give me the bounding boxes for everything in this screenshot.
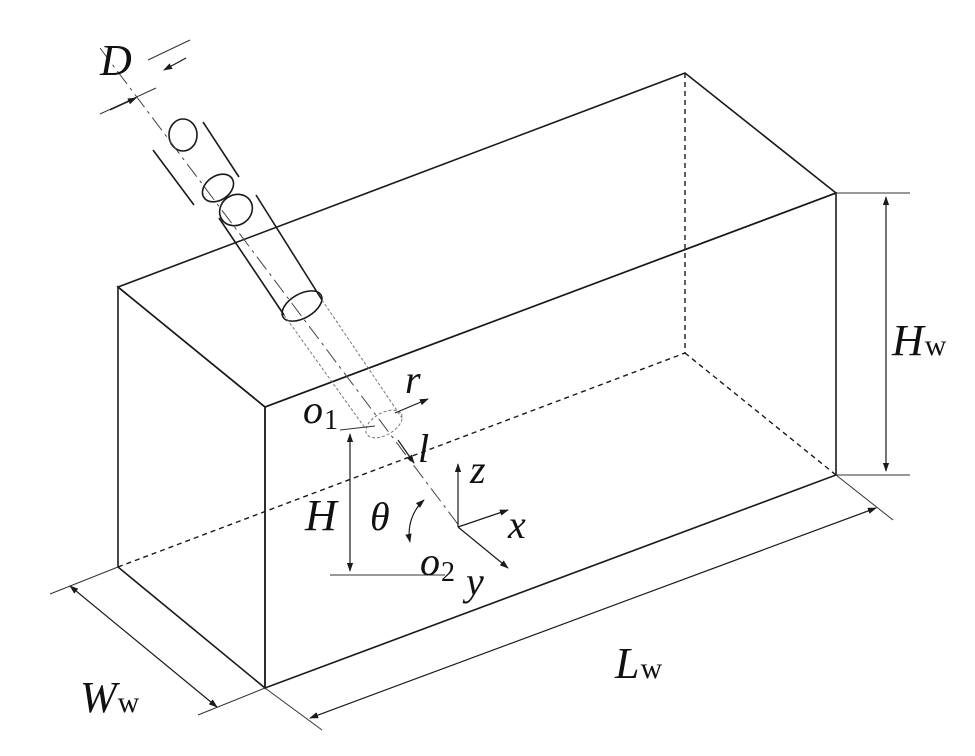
label-hw: Hw bbox=[891, 316, 947, 365]
pipe-upper-left-edge bbox=[152, 149, 195, 206]
label-ww: Ww bbox=[80, 673, 140, 722]
l-arrow bbox=[397, 439, 415, 464]
dimension-d: D bbox=[99, 36, 191, 115]
label-o2: o2 bbox=[420, 539, 455, 588]
hidden-edge-back-bottom bbox=[117, 352, 686, 568]
pipe-upper-cut-ellipse bbox=[201, 173, 235, 203]
label-ww-sub: w bbox=[118, 686, 140, 719]
label-o1: o1 bbox=[303, 387, 338, 436]
lw-extension-left bbox=[264, 687, 323, 731]
label-theta: θ bbox=[370, 494, 390, 539]
pipe-lower-right-edge bbox=[255, 194, 323, 301]
label-o2-symbol: o bbox=[420, 539, 440, 584]
hidden-edge-right-bottom bbox=[684, 352, 837, 476]
label-hw-sub: w bbox=[925, 329, 947, 362]
ww-dimension-line bbox=[69, 585, 218, 708]
pipe-surface-ellipse bbox=[281, 290, 323, 322]
label-ww-symbol: W bbox=[80, 673, 120, 722]
r-arrow bbox=[394, 398, 429, 414]
dimension-hw: Hw bbox=[836, 192, 947, 476]
jet-pipe bbox=[99, 47, 461, 528]
pipe-submerged-left-edge bbox=[283, 314, 366, 429]
lw-extension-right bbox=[835, 474, 894, 521]
ww-extension-right bbox=[197, 687, 266, 716]
nozzle-annotations: o1 r l bbox=[303, 357, 429, 471]
pipe-upper-top-ellipse bbox=[168, 118, 198, 152]
dimension-jet-height: H bbox=[304, 425, 445, 576]
pipe-centerline bbox=[99, 47, 461, 528]
pipe-lower-left-edge bbox=[218, 217, 285, 316]
d-arrow-left bbox=[109, 97, 137, 111]
label-h: H bbox=[304, 491, 339, 540]
pipe-upper-right-edge bbox=[202, 121, 240, 178]
y-axis bbox=[457, 526, 509, 569]
label-lw-sub: w bbox=[640, 652, 662, 685]
tank-front-face bbox=[264, 191, 837, 690]
label-hw-symbol: H bbox=[891, 316, 926, 365]
lw-dimension-line bbox=[309, 507, 877, 719]
d-arrow-right bbox=[163, 57, 187, 71]
theta-arc bbox=[405, 499, 425, 543]
label-o1-sub: 1 bbox=[324, 405, 338, 436]
pipe-submerged-right-edge bbox=[321, 299, 403, 419]
tank-left-face bbox=[117, 285, 266, 690]
coordinate-system: z x y o2 θ bbox=[370, 447, 526, 604]
dimension-lw: Lw bbox=[264, 474, 894, 731]
label-r: r bbox=[405, 357, 421, 402]
label-y: y bbox=[462, 559, 484, 604]
label-l: l bbox=[418, 426, 429, 471]
label-o1-symbol: o bbox=[303, 387, 323, 432]
label-z: z bbox=[469, 447, 486, 492]
d-extension-left bbox=[99, 87, 157, 115]
label-x: x bbox=[507, 502, 526, 547]
label-lw: Lw bbox=[614, 639, 662, 688]
label-d: D bbox=[99, 36, 132, 85]
dimension-ww: Ww bbox=[49, 566, 266, 722]
label-lw-symbol: L bbox=[614, 639, 639, 688]
x-axis bbox=[457, 509, 509, 528]
pipe-outlet-ellipse bbox=[365, 409, 403, 439]
h-extension-top bbox=[339, 425, 376, 431]
label-o2-sub: 2 bbox=[441, 557, 455, 588]
pipe-lower-cut-ellipse bbox=[218, 193, 254, 227]
d-extension-right bbox=[147, 39, 191, 61]
ww-extension-left bbox=[49, 566, 119, 595]
tank-top-face bbox=[116, 72, 838, 408]
